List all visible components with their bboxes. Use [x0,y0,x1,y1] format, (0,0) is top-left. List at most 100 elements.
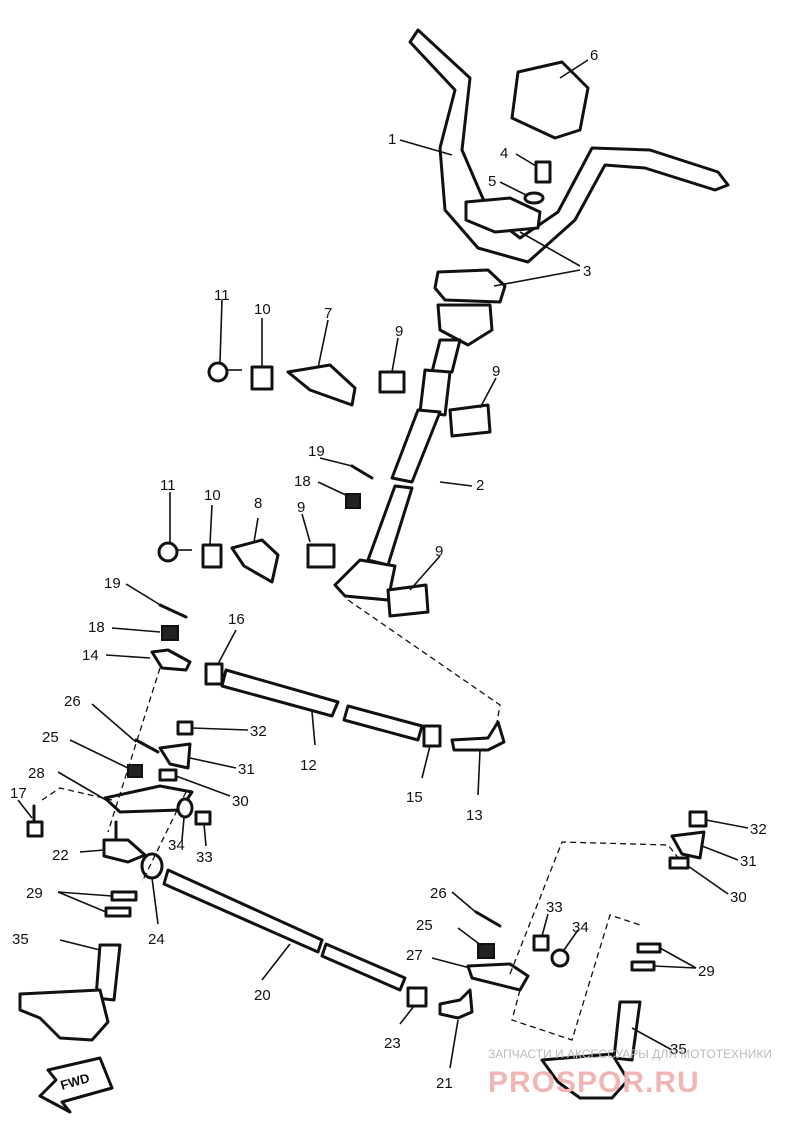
bolt-part-11b [157,541,192,563]
part-number-8: 8 [254,495,262,512]
clip-part-10b [201,543,223,569]
washer-part-5 [523,191,545,205]
tie-rod-end-part-14 [150,648,192,672]
bolt-part-17 [26,804,44,838]
part-number-27: 27 [406,947,423,964]
part-number-18a: 18 [294,473,311,490]
part-number-12: 12 [300,757,317,774]
part-number-5: 5 [488,173,496,190]
part-number-22: 22 [52,847,69,864]
bracket-part-31a [158,742,192,770]
nut-part-32a [176,720,194,736]
part-number-4: 4 [500,145,508,162]
part-number-13: 13 [466,807,483,824]
bushing-part-9c [306,543,336,569]
knuckle-part-35-right [540,1000,642,1100]
part-number-26a: 26 [64,693,81,710]
part-number-2: 2 [476,477,484,494]
part-number-34a: 34 [168,837,185,854]
part-number-15: 15 [406,789,423,806]
locknut-part-16 [204,662,224,686]
part-number-9a: 9 [395,323,403,340]
tie-rod-end-part-13 [450,720,506,752]
dashed-assembly-lines [41,599,681,1041]
part-number-10b: 10 [204,487,221,504]
part-number-23: 23 [384,1035,401,1052]
pin-part-26b [474,910,502,928]
nut-part-18a [345,493,361,509]
part-number-30a: 30 [232,793,249,810]
pin-part-26a [134,738,160,754]
tie-rod-part-20 [162,868,407,992]
bushing-part-9b [448,403,492,438]
tie-rod-end-part-21 [438,988,474,1020]
washer-part-34b [550,948,570,968]
tie-rod-end-part-22 [102,820,147,864]
part-number-14: 14 [82,647,99,664]
watermark: ЗАПЧАСТИ И АКСЕССУАРЫ ДЛЯ МОТОТЕХНИКИ PR… [488,1047,772,1099]
locknut-part-15 [422,724,442,748]
part-number-31b: 31 [740,853,757,870]
part-number-24: 24 [148,931,165,948]
part-number-17: 17 [10,785,27,802]
handlebar-pad-part [510,60,590,140]
watermark-brand: PROSPOR.RU [488,1066,700,1099]
pin-part-19a [350,464,374,480]
part-number-18b: 18 [88,619,105,636]
bracket-part-31b [670,830,706,860]
part-number-7: 7 [324,305,332,322]
part-number-11b: 11 [160,477,176,494]
part-number-3: 3 [583,263,591,280]
locknut-part-23 [406,986,428,1008]
nut-part-25b [477,943,495,959]
watermark-caption: ЗАПЧАСТИ И АКСЕССУАРЫ ДЛЯ МОТОТЕХНИКИ [488,1047,772,1061]
steering-column-part [333,338,462,602]
forward-arrow-icon: FWD [38,1056,114,1114]
part-number-33b: 33 [546,899,563,916]
cotter-part-29d [630,960,656,972]
part-number-34b: 34 [572,919,589,936]
part-number-31a: 31 [238,761,255,778]
knuckle-part-35-left [18,943,122,1042]
part-number-9c: 9 [297,499,305,516]
part-number-32b: 32 [750,821,767,838]
pin-part-19b [158,603,188,619]
part-number-33a: 33 [196,849,213,866]
part-number-10a: 10 [254,301,271,318]
bushing-part-9a [378,370,406,394]
nut-part-25a [127,764,143,778]
cotter-part-29c [636,942,662,954]
nut-part-32b [688,810,708,828]
part-number-35a: 35 [12,931,29,948]
washer-part-34a [176,797,194,819]
column-top-part [436,303,494,347]
part-number-30b: 30 [730,889,747,906]
bracket-part-8 [230,538,280,584]
upper-holder-part [464,196,542,234]
part-number-28: 28 [28,765,45,782]
bolt-part-33b [532,934,550,952]
part-number-32a: 32 [250,723,267,740]
callout-leader-lines [17,59,749,1069]
lower-holder-part [433,268,507,304]
bolt-part-4 [534,160,552,184]
cotter-part-29a [110,890,138,902]
part-number-6: 6 [590,47,598,64]
bolt-part-11a [207,361,242,383]
part-number-26b: 26 [430,885,447,902]
cotter-part-29b [104,906,132,918]
part-number-35b: 35 [670,1041,687,1058]
part-number-29b: 29 [698,963,715,980]
part-number-11a: 11 [214,287,230,304]
part-number-29a: 29 [26,885,43,902]
washer-part-30b [668,856,690,870]
part-number-21: 21 [436,1075,453,1092]
part-number-25b: 25 [416,917,433,934]
part-number-1: 1 [388,131,396,148]
part-number-25a: 25 [42,729,59,746]
part-number-16: 16 [228,611,245,628]
bolt-part-33a [194,810,212,826]
part-number-labels: 1 2 3 4 5 6 7 8 9 9 9 9 10 10 11 11 12 1… [10,47,767,1092]
bracket-part-7 [286,363,357,407]
